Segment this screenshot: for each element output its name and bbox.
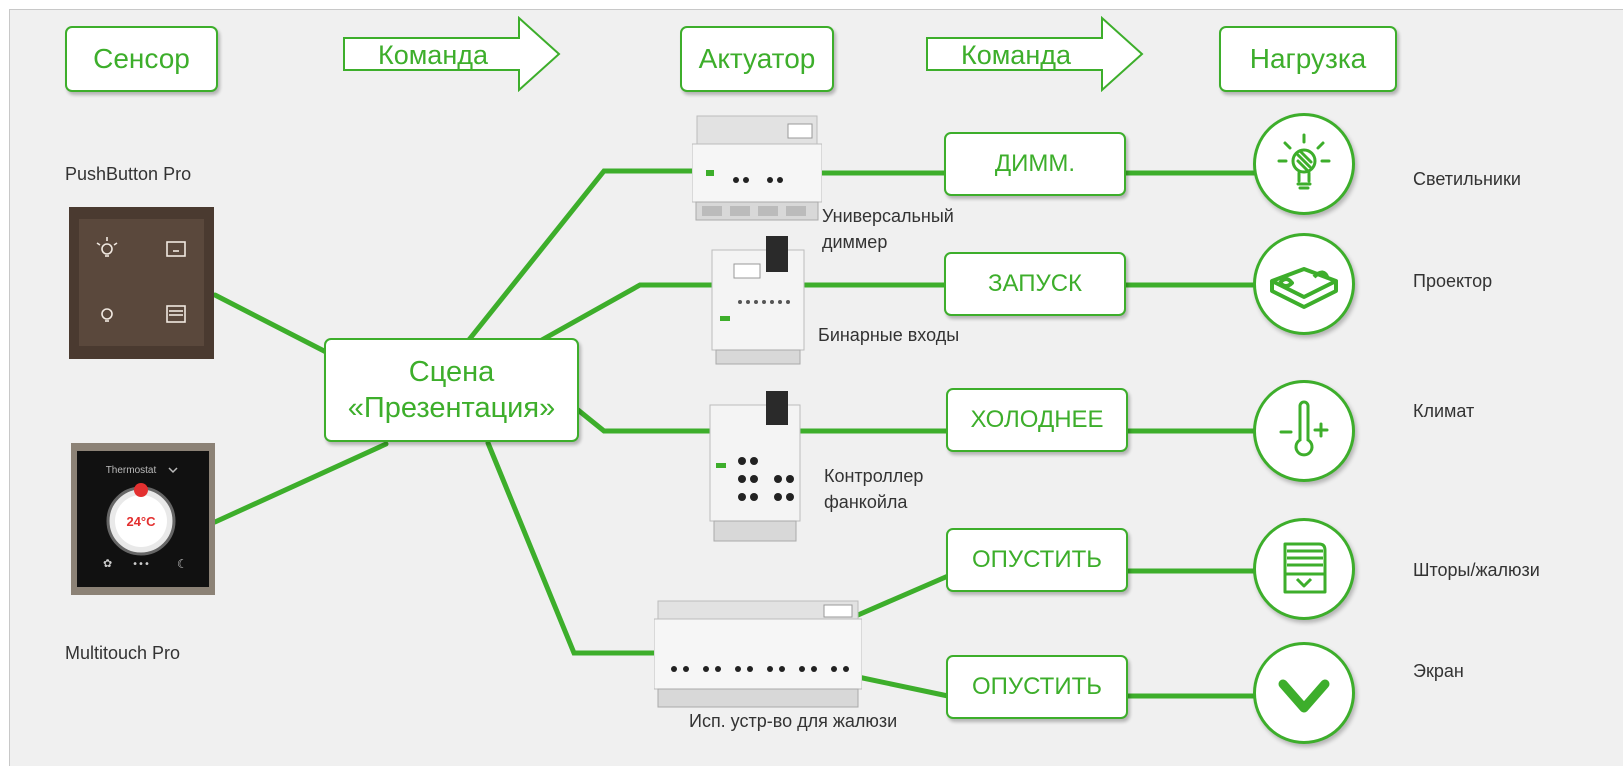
pushbutton-pro-device xyxy=(69,207,214,359)
command-start-label: ЗАПУСК xyxy=(987,270,1083,297)
diagram-canvas: Сенсор Команда Актуатор Команда Нагрузка… xyxy=(9,9,1623,766)
blind-up-icon xyxy=(166,241,186,257)
wire-pushbutton-scene xyxy=(212,292,331,356)
binary-inputs-device xyxy=(711,236,805,365)
universal-dimmer-device xyxy=(692,115,822,221)
header-sensor-label: Сенсор xyxy=(93,43,190,74)
screen-down-icon xyxy=(1278,679,1330,713)
night-mode-icon: ☾ xyxy=(177,557,188,571)
command-arrow-1 xyxy=(343,16,561,92)
multitouch-screen-title: Thermostat xyxy=(106,465,157,476)
wire-scene-fancoil xyxy=(575,407,721,434)
command-box-lower-screen: ОПУСТИТЬ xyxy=(946,655,1128,719)
actuator-dimmer-label-1: Универсальный xyxy=(822,206,954,226)
header-actuator-box: Актуатор xyxy=(680,26,834,92)
header-sensor-box: Сенсор xyxy=(65,26,218,92)
load-climate-circle xyxy=(1253,380,1355,482)
actuator-dimmer-label-2: диммер xyxy=(822,232,888,252)
wire-scene-binary xyxy=(537,282,719,344)
scene-name: «Презентация» xyxy=(347,392,556,424)
command-arrow-2 xyxy=(926,16,1144,92)
lamp-on-icon xyxy=(101,243,113,255)
command-box-cooler: ХОЛОДНЕЕ xyxy=(946,388,1128,452)
header-actuator-label: Актуатор xyxy=(698,43,816,74)
blinds-actuator-device xyxy=(654,600,862,708)
blind-down-icon xyxy=(166,305,186,323)
actuator-blinds-label: Исп. устр-во для жалюзи xyxy=(689,711,898,731)
wire-blinds-cmd2 xyxy=(855,674,951,699)
projector-icon xyxy=(1270,267,1338,309)
header-load-label: Нагрузка xyxy=(1249,43,1367,74)
load-shade-label: Шторы/жалюзи xyxy=(1413,560,1540,580)
page-dots: ••• xyxy=(132,559,150,570)
wire-multitouch-scene xyxy=(212,441,389,525)
load-projector-circle xyxy=(1253,233,1355,335)
lightbulb-icon xyxy=(1277,133,1331,190)
load-screen-label: Экран xyxy=(1413,661,1464,681)
sensor-pushbutton-label: PushButton Pro xyxy=(65,164,192,184)
actuator-fancoil-label-1: Контроллер xyxy=(824,466,924,486)
thermometer-icon xyxy=(1279,400,1329,457)
wire-scene-dimmer xyxy=(465,168,705,344)
load-light-label: Светильники xyxy=(1413,169,1521,189)
blinds-icon xyxy=(1283,542,1327,594)
command-cooler-label: ХОЛОДНЕЕ xyxy=(970,406,1104,433)
load-screen-circle xyxy=(1253,642,1355,744)
scene-title: Сцена xyxy=(408,356,495,388)
scene-box: Сцена «Презентация» xyxy=(324,338,579,442)
fancoil-controller-device xyxy=(709,391,801,542)
load-projector-label: Проектор xyxy=(1413,271,1493,291)
wire-blinds-cmd1 xyxy=(855,573,951,618)
sensor-multitouch-label: Multitouch Pro xyxy=(65,643,181,663)
load-light-circle xyxy=(1253,113,1355,215)
chevron-down-icon xyxy=(168,467,178,474)
wire-scene-blinds xyxy=(485,440,663,656)
actuator-binary-label: Бинарные входы xyxy=(818,325,960,345)
command-dim-label: ДИММ. xyxy=(994,150,1076,177)
command-arrow-1-label: Команда xyxy=(378,40,489,70)
actuator-fancoil-label-2: фанкойла xyxy=(824,492,908,512)
multitouch-pro-device: Thermostat 24°C ✿ ••• ☾ xyxy=(71,443,215,595)
fan-icon: ✿ xyxy=(103,557,112,570)
load-shade-circle xyxy=(1253,518,1355,620)
lamp-off-icon xyxy=(101,308,113,320)
command-arrow-2-label: Команда xyxy=(961,40,1072,70)
command-box-lower-blinds: ОПУСТИТЬ xyxy=(946,528,1128,592)
command-lower-blinds-label: ОПУСТИТЬ xyxy=(971,546,1103,573)
command-lower-screen-label: ОПУСТИТЬ xyxy=(971,673,1103,700)
command-box-dim: ДИММ. xyxy=(944,132,1126,196)
header-load-box: Нагрузка xyxy=(1219,26,1397,92)
load-climate-label: Климат xyxy=(1413,401,1475,421)
command-box-start: ЗАПУСК xyxy=(944,252,1126,316)
multitouch-temperature: 24°C xyxy=(126,514,156,529)
connector-lines xyxy=(212,168,1259,699)
